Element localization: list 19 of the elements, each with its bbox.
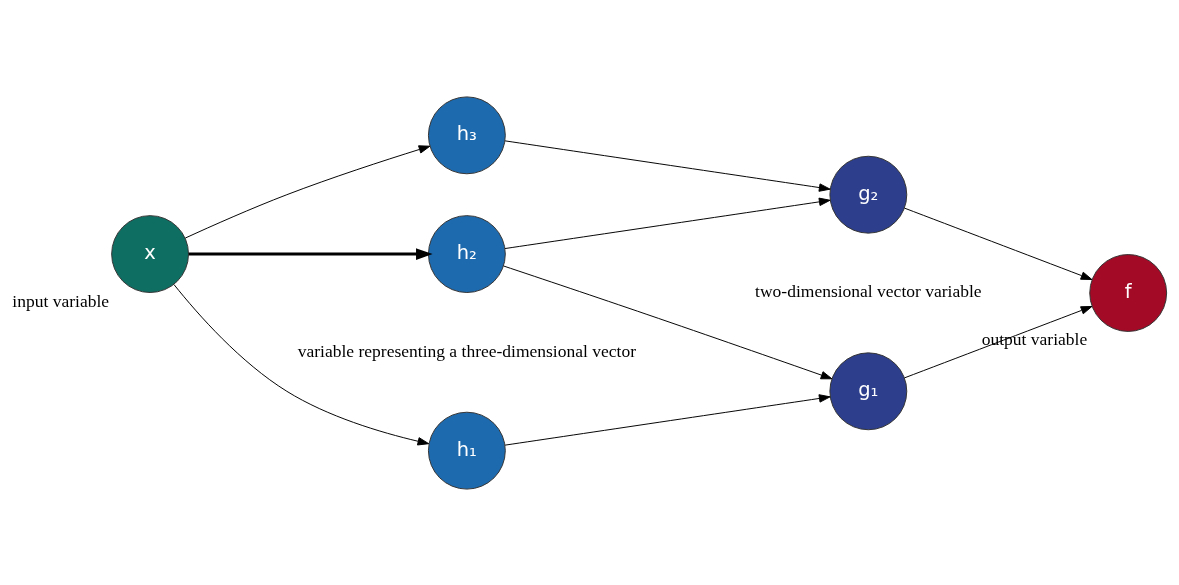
label: two-dimensional vector variable (755, 280, 982, 301)
node-circle: x (111, 214, 189, 293)
arrow (904, 305, 1093, 378)
arrow (504, 139, 831, 192)
arrow (188, 247, 433, 260)
node-circle: f (1089, 253, 1168, 332)
arrow (504, 393, 831, 446)
node-label: input variable (12, 290, 110, 311)
arrow (184, 144, 431, 239)
arrow (503, 265, 833, 379)
node-circle: h₃ (427, 95, 506, 174)
arrow (504, 197, 831, 249)
arrow (904, 207, 1093, 280)
node-circle: g₂ (829, 155, 908, 234)
node-circle: g₁ (829, 351, 908, 430)
node-circle: h₂ (427, 214, 506, 293)
node-circle: h₁ (427, 411, 506, 490)
arrow (173, 283, 430, 445)
label: variable representing a three-dimensional vector (297, 340, 636, 361)
